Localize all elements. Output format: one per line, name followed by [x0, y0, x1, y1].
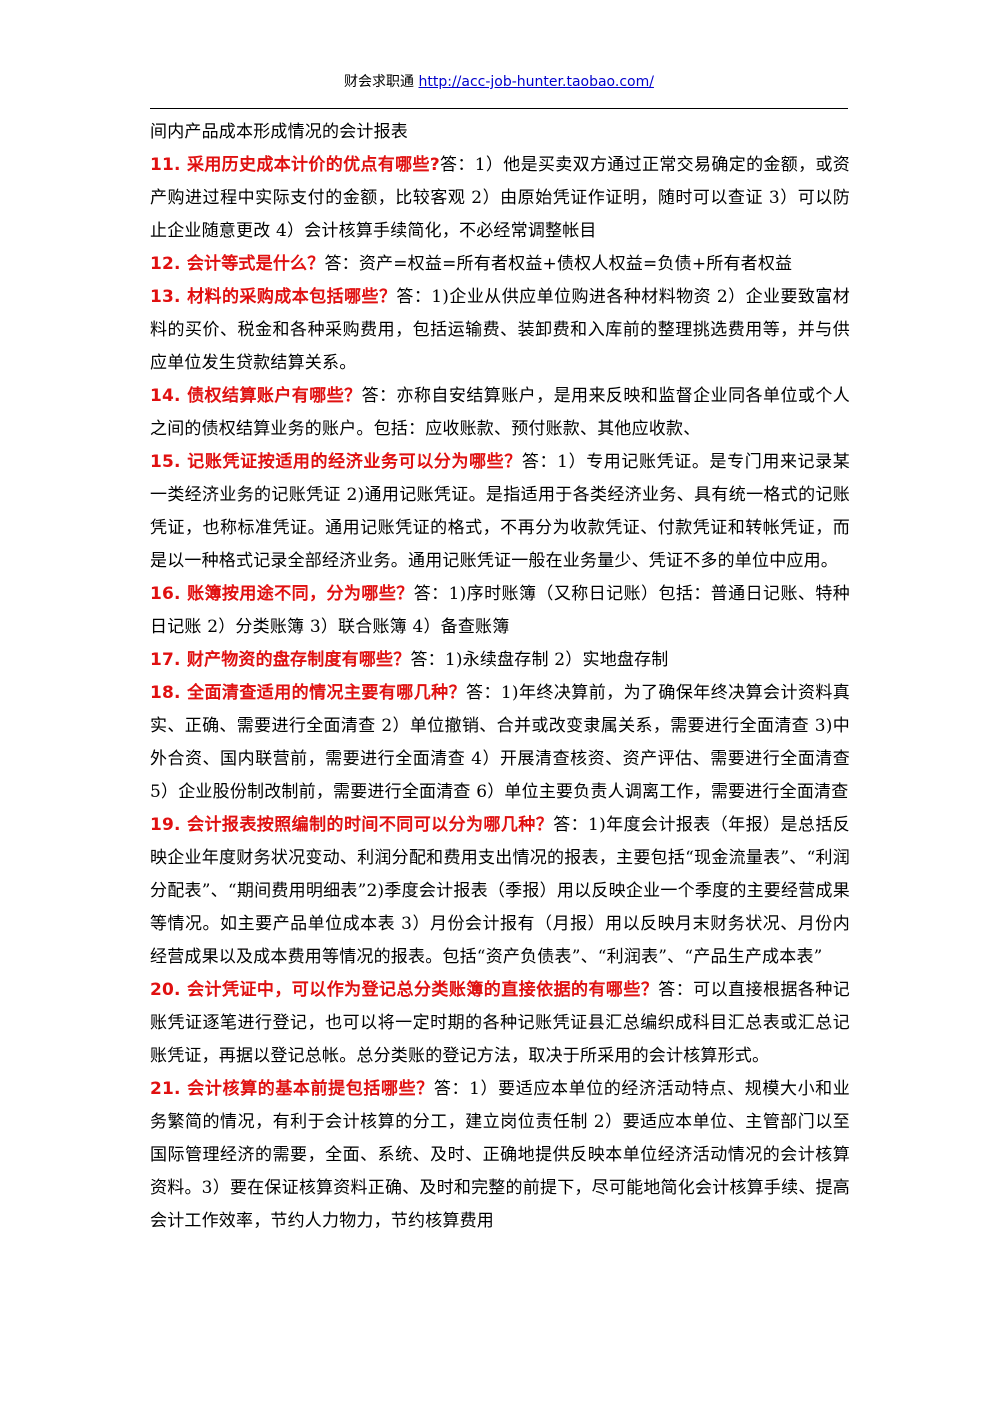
- answer-11: 答：1）他是买卖双方通过正常交易确定的金额，或资产购进过程中实际支付的金额，比较…: [150, 155, 850, 241]
- qa-item-19: 19. 会计报表按照编制的时间不同可以分为哪几种？答：1)年度会计报表（年报）是…: [150, 809, 850, 974]
- answer-19: 答：1)年度会计报表（年报）是总括反映企业年度财务状况变动、利润分配和费用支出情…: [150, 815, 850, 967]
- page-header: 财会求职通 http://acc-job-hunter.taobao.com/: [150, 72, 848, 92]
- question-21: 21. 会计核算的基本前提包括哪些？: [150, 1079, 434, 1099]
- answer-20: 答：可以直接根据各种记账凭证逐笔进行登记，也可以将一定时期的各种记账凭证县汇总编…: [150, 980, 850, 1066]
- site-link[interactable]: http://acc-job-hunter.taobao.com/: [418, 74, 654, 90]
- question-11: 11. 采用历史成本计价的优点有哪些?: [150, 155, 440, 175]
- answer-18: 答：1)年终决算前，为了确保年终决算会计资料真实、正确、需要进行全面清查 2）单…: [150, 683, 850, 802]
- qa-item-20: 20. 会计凭证中，可以作为登记总分类账簿的直接依据的有哪些？答：可以直接根据各…: [150, 974, 850, 1073]
- qa-item-15: 15. 记账凭证按适用的经济业务可以分为哪些？答：1）专用记账凭证。是专门用来记…: [150, 446, 850, 578]
- answer-12: 答：资产=权益=所有者权益+债权人权益=负债+所有者权益: [324, 254, 793, 274]
- qa-item-13: 13. 材料的采购成本包括哪些？答：1)企业从供应单位购进各种材料物资 2）企业…: [150, 281, 850, 380]
- question-12: 12. 会计等式是什么？: [150, 254, 325, 274]
- answer-14: 答：亦称自安结算账户，是用来反映和监督企业同各单位或个人之间的债权结算业务的账户…: [150, 386, 850, 439]
- answer-17: 答：1)永续盘存制 2）实地盘存制: [410, 650, 669, 670]
- qa-item-16: 16. 账簿按用途不同，分为哪些？答：1)序时账簿（又称日记账）包括：普通日记账…: [150, 578, 850, 644]
- qa-item-18: 18. 全面清查适用的情况主要有哪几种？答：1)年终决算前，为了确保年终决算会计…: [150, 677, 850, 809]
- intro-paragraph: 间内产品成本形成情况的会计报表: [150, 122, 408, 142]
- question-15: 15. 记账凭证按适用的经济业务可以分为哪些？: [150, 452, 522, 472]
- answer-13: 答：1)企业从供应单位购进各种材料物资 2）企业要致富材料的买价、税金和各种采购…: [150, 287, 850, 373]
- site-name: 财会求职通: [344, 74, 415, 90]
- qa-item-11: 11. 采用历史成本计价的优点有哪些?答：1）他是买卖双方通过正常交易确定的金额…: [150, 149, 850, 248]
- answer-15: 答：1）专用记账凭证。是专门用来记录某一类经济业务的记账凭证 2)通用记账凭证。…: [150, 452, 850, 571]
- question-13: 13. 材料的采购成本包括哪些？: [150, 287, 397, 307]
- question-14: 14. 债权结算账户有哪些？: [150, 386, 362, 406]
- qa-item-17: 17. 财产物资的盘存制度有哪些？答：1)永续盘存制 2）实地盘存制: [150, 644, 850, 677]
- answer-16: 答：1)序时账簿（又称日记账）包括：普通日记账、特种日记账 2）分类账簿 3）联…: [150, 584, 850, 637]
- question-16: 16. 账簿按用途不同，分为哪些？: [150, 584, 414, 604]
- qa-item-21: 21. 会计核算的基本前提包括哪些？答：1）要适应本单位的经济活动特点、规模大小…: [150, 1073, 850, 1238]
- answer-21: 答：1）要适应本单位的经济活动特点、规模大小和业务繁简的情况，有利于会计核算的分…: [150, 1079, 850, 1231]
- question-18: 18. 全面清查适用的情况主要有哪几种？: [150, 683, 467, 703]
- question-19: 19. 会计报表按照编制的时间不同可以分为哪几种？: [150, 815, 554, 835]
- document-body: 间内产品成本形成情况的会计报表 11. 采用历史成本计价的优点有哪些?答：1）他…: [150, 116, 850, 1238]
- question-20: 20. 会计凭证中，可以作为登记总分类账簿的直接依据的有哪些？: [150, 980, 659, 1000]
- header-divider: [150, 108, 848, 109]
- qa-item-14: 14. 债权结算账户有哪些？答：亦称自安结算账户，是用来反映和监督企业同各单位或…: [150, 380, 850, 446]
- qa-item-12: 12. 会计等式是什么？答：资产=权益=所有者权益+债权人权益=负债+所有者权益: [150, 248, 850, 281]
- question-17: 17. 财产物资的盘存制度有哪些？: [150, 650, 411, 670]
